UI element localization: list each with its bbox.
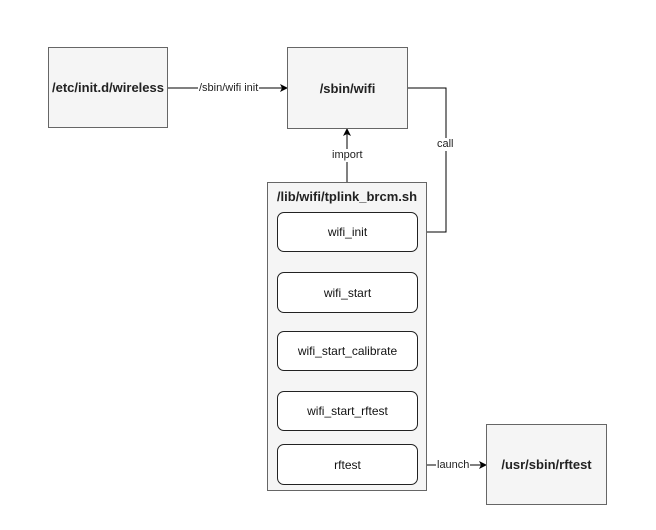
step-label: wifi_init — [327, 225, 368, 239]
edge-wifi-call-init — [408, 87, 447, 236]
edge-label-init: /sbin/wifi init — [198, 82, 260, 95]
node-usr-sbin-rftest-label: /usr/sbin/rftest — [501, 457, 592, 472]
step-label: rftest — [334, 457, 361, 472]
node-init-wireless-label: /etc/init.d/wireless — [52, 80, 164, 95]
step-label: wifi_start — [323, 285, 372, 300]
tplink-container-title: /lib/wifi/tplink_brcm.sh — [276, 189, 418, 204]
node-sbin-wifi: /sbin/wifi — [287, 47, 408, 129]
edge-label-launch: launch — [436, 459, 471, 472]
node-usr-sbin-rftest: /usr/sbin/rftest — [486, 424, 607, 505]
step-label: wifi_start_rftest — [307, 404, 388, 418]
node-sbin-wifi-label: /sbin/wifi — [319, 80, 376, 96]
edge-label-call: call — [436, 138, 455, 151]
step-wifi-start-calibrate: wifi_start_calibrate — [277, 331, 418, 371]
step-wifi-init: wifi_init — [277, 212, 418, 252]
edge-label-import: import — [331, 149, 364, 162]
step-wifi-start: wifi_start — [277, 272, 418, 313]
step-label: wifi_start_calibrate — [297, 344, 398, 358]
step-wifi-start-rftest: wifi_start_rftest — [277, 391, 418, 431]
step-rftest: rftest — [277, 444, 418, 485]
node-init-wireless: /etc/init.d/wireless — [48, 47, 168, 128]
